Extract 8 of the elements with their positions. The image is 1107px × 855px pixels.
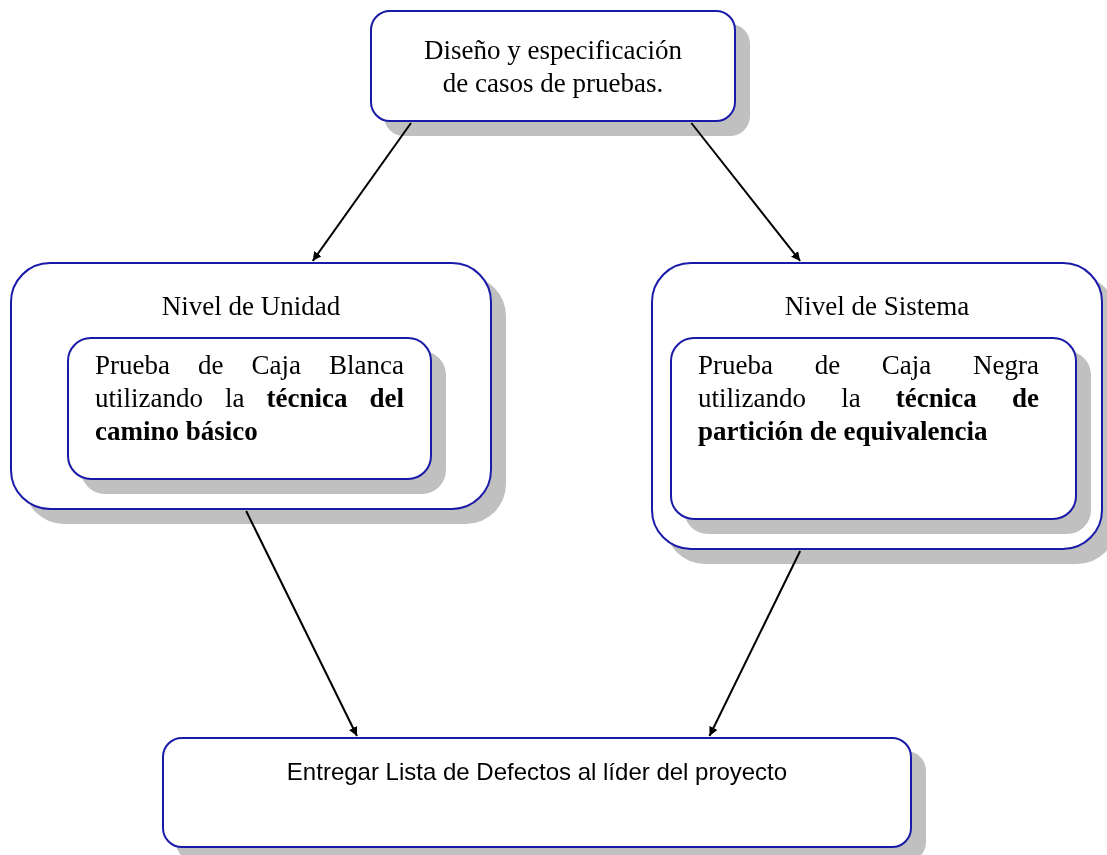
group-heading: Nivel de Sistema — [783, 290, 971, 323]
node-text: Entregar Lista de Defectos al líder del proyecto — [285, 757, 789, 787]
node-text: Prueba de Caja Negra utilizando la técnica de partición de equivalencia — [697, 349, 1040, 448]
arrow — [311, 122, 412, 262]
group-heading: Nivel de Unidad — [160, 290, 342, 323]
arrow — [708, 550, 802, 737]
node-text: Diseño y especificación de casos de pruebas. — [423, 34, 683, 100]
node-text: Prueba de Caja Blanca utilizando la técnica del camino básico — [94, 349, 405, 448]
